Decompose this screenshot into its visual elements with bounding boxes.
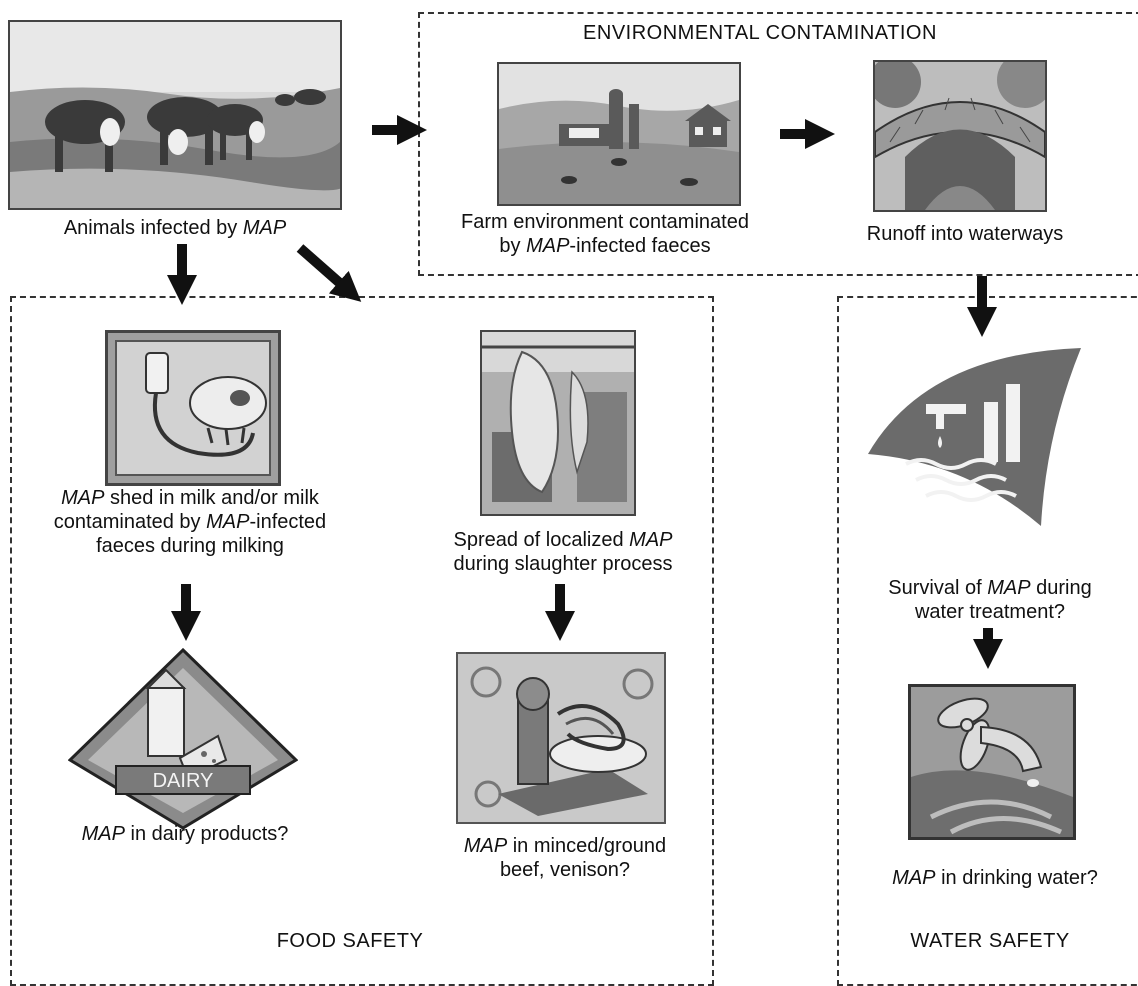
farm-label-line2-pre: by [499, 235, 527, 257]
treat-label-line1-post: during [1030, 577, 1092, 599]
map-term: MAP [81, 823, 125, 845]
slaughter-label: Spread of localized MAP during slaughter… [418, 528, 708, 576]
arrow-cows-to-slaughter [296, 244, 362, 302]
milk-shed-label: MAP shed in milk and/or milk contaminate… [15, 486, 365, 558]
farm-environment-label: Farm environment contaminated by MAP-inf… [420, 210, 790, 258]
map-term: MAP [61, 487, 105, 509]
mince-label-line2: beef, venison? [499, 859, 631, 881]
treat-label-line1: Survival of MAP during [850, 576, 1130, 600]
farm-label-line1: Farm environment contaminated [461, 211, 749, 233]
map-term: MAP [463, 835, 508, 857]
map-term: MAP [629, 529, 673, 551]
mincer-image [456, 652, 666, 824]
farm-label-line2-post: -infected faeces [569, 235, 711, 257]
water-treatment-label: Survival of MAP during water treatment? [850, 576, 1130, 624]
map-term: MAP [892, 867, 936, 889]
slaughter-image [480, 330, 636, 516]
dairy-products-label: MAP in dairy products? [40, 822, 330, 846]
farm-label-line2: by MAP-infected faeces [420, 234, 790, 258]
mince-label-line1: MAP in minced/ground [420, 834, 710, 858]
environmental-contamination-title: ENVIRONMENTAL CONTAMINATION [583, 22, 937, 44]
treat-label-line2: water treatment? [914, 601, 1066, 623]
slaughter-label-line2: during slaughter process [453, 553, 673, 575]
drink-label-post: in drinking water? [935, 867, 1098, 889]
farm-image [497, 62, 741, 206]
drinking-water-image [908, 684, 1076, 840]
milk-label-line1: MAP shed in milk and/or milk [15, 486, 365, 510]
cows-image [8, 20, 342, 210]
water-safety-title: WATER SAFETY [910, 930, 1070, 952]
dairy-banner-text: DAIRY [153, 770, 214, 792]
drinking-water-label: MAP in drinking water? [850, 866, 1138, 890]
slaughter-label-line1: Spread of localized MAP [418, 528, 708, 552]
milking-image [105, 330, 281, 486]
map-term: MAP [242, 217, 287, 239]
milk-label-line2-pre: contaminated by [53, 511, 207, 533]
dairy-image: DAIRY [68, 648, 298, 830]
animals-label-text: Animals infected by [63, 217, 243, 239]
minced-beef-label: MAP in minced/ground beef, venison? [420, 834, 710, 882]
milk-label-line2: contaminated by MAP-infected [15, 510, 365, 534]
water-treatment-image [866, 344, 1096, 534]
bridge-image [873, 60, 1047, 212]
milk-label-line1-post: shed in milk and/or milk [104, 487, 319, 509]
treat-label-line1-pre: Survival of [888, 577, 988, 599]
map-term: MAP [987, 577, 1031, 599]
dairy-label-post: in dairy products? [124, 823, 289, 845]
mince-label-line1-post: in minced/ground [507, 835, 667, 857]
animals-infected-label: Animals infected by MAP [20, 216, 330, 240]
slaughter-label-line1-pre: Spread of localized [453, 529, 630, 551]
food-safety-title: FOOD SAFETY [276, 930, 424, 952]
map-term: MAP [206, 511, 250, 533]
milk-label-line3: faeces during milking [96, 535, 284, 557]
runoff-label: Runoff into waterways [866, 223, 1064, 245]
milk-label-line2-post: -infected [249, 511, 327, 533]
map-term: MAP [526, 235, 570, 257]
